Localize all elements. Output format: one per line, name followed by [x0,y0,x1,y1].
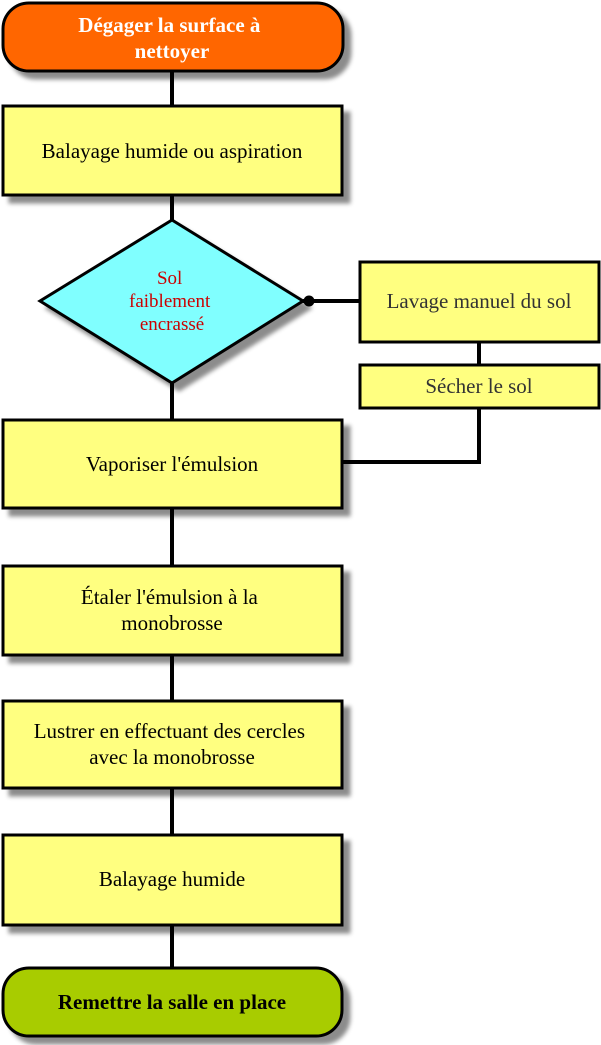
svg-text:Balayage humide: Balayage humide [99,867,245,891]
process-manual-wash: Lavage manuel du sol [358,260,601,344]
svg-text:Sol faiblement enc: Sol faiblement encrassé [129,268,215,335]
decision-diamond [37,218,306,385]
process-wet-sweep: Balayage humide [1,833,344,927]
svg-text:Lavage manuel du sol: Lavage manuel du sol [387,289,572,313]
process-polish: Lustrer en effectuant des cercles avec l… [1,699,344,790]
start-node: Dégager la surface à nettoyer [1,1,345,73]
process-wet-sweep-box [1,833,344,927]
branch-dot [303,295,315,307]
process-manual-wash-label: Lavage manuel du sol [387,289,572,313]
connectors [170,70,481,968]
end-label: Remettre la salle en place [58,990,286,1014]
process-spray-emulsion: Vaporiser l'émulsion [1,418,344,510]
end-node: Remettre la salle en place [1,966,344,1038]
process-polish-label-line-2: avec la monobrosse [89,745,255,769]
svg-text:Étaler l'émulsion à la m: Étaler l'émulsion à la monobrosse [81,585,263,635]
decision-lightly-soiled: Sol faiblement encrassé [37,218,306,385]
process-spray-emulsion-box [1,418,344,510]
decision-label-line-2: faiblement [129,291,211,312]
svg-text:Sécher le sol: Sécher le sol [425,374,532,398]
process-dry-floor-box [358,363,601,410]
start-label-line-2: nettoyer [135,39,210,63]
process-polish-box [1,699,344,790]
svg-text:Dégager la surface à net: Dégager la surface à nettoyer [78,13,265,63]
process-polish-label-line-1: Lustrer en effectuant des cercles [34,719,305,743]
start-label-line-1: Dégager la surface à [78,13,261,37]
start-terminal-shape [1,1,345,73]
process-spread-emulsion: Étaler l'émulsion à la monobrosse [1,564,344,657]
process-dry-floor: Sécher le sol [358,363,601,410]
process-spread-emulsion-label-line-2: monobrosse [121,611,223,635]
svg-text:Vaporiser l'émulsion: Vaporiser l'émulsion [86,452,259,476]
svg-text:Balayage humide ou aspiration: Balayage humide ou aspiration [42,139,303,163]
svg-text:Remettre la salle en place: Remettre la salle en place [58,990,286,1014]
decision-label-line-3: encrassé [140,314,204,335]
process-manual-wash-box [358,260,601,344]
process-sweep-vacuum-label: Balayage humide ou aspiration [42,139,303,163]
connector-dry-to-spray [342,408,481,464]
process-dry-floor-label: Sécher le sol [425,374,532,398]
process-spread-emulsion-label-line-1: Étaler l'émulsion à la [81,585,259,609]
decision-label-line-1: Sol [157,268,182,289]
svg-text:Lustrer en effectuant des cerc: Lustrer en effectuant des cercles avec l… [34,719,311,769]
process-sweep-vacuum-box [1,104,344,197]
process-wet-sweep-label: Balayage humide [99,867,245,891]
process-spray-emulsion-label: Vaporiser l'émulsion [86,452,259,476]
process-sweep-vacuum: Balayage humide ou aspiration [1,104,344,197]
process-spread-emulsion-box [1,564,344,657]
end-terminal-shape [1,966,344,1038]
